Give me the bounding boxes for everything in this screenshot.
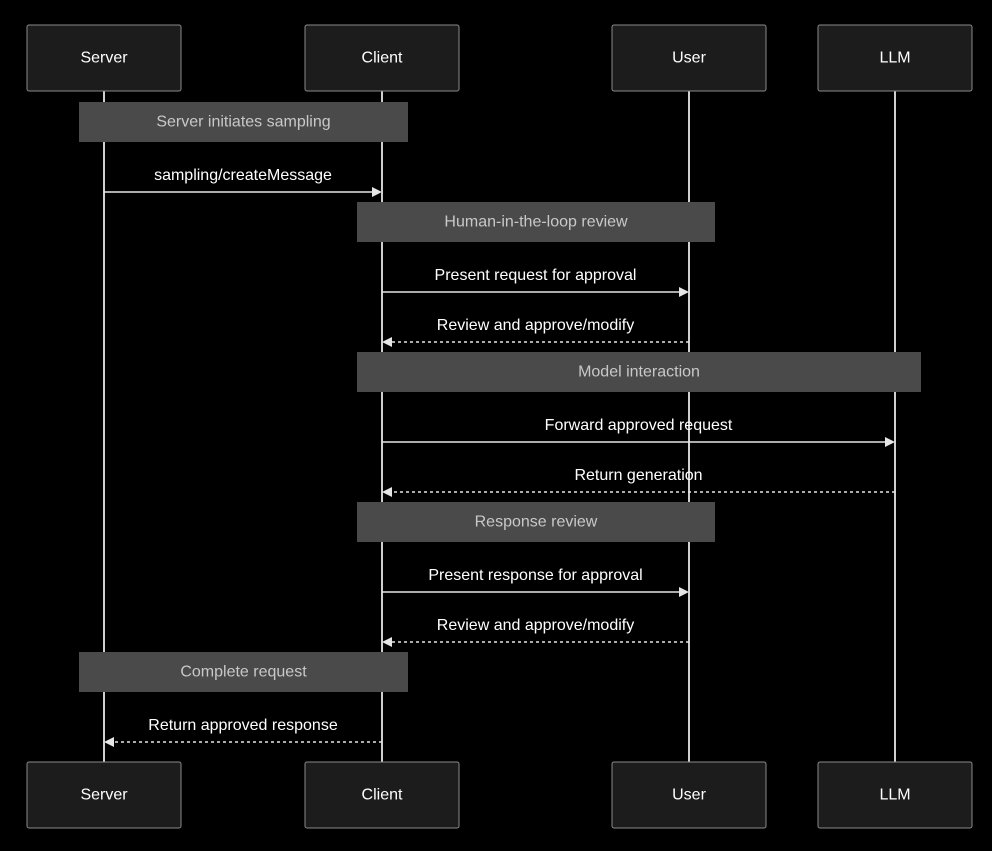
message-5-return-generation: Return generation xyxy=(382,467,895,497)
note-label: Model interaction xyxy=(578,364,700,381)
actor-top-server: Server xyxy=(26,24,182,92)
actor-top-user: User xyxy=(611,24,767,92)
actor-label: Server xyxy=(80,50,128,67)
actor-label: User xyxy=(672,50,706,67)
note-box xyxy=(79,102,408,142)
arrowhead-icon xyxy=(382,637,392,647)
message-8-return-approved-response: Return approved response xyxy=(104,717,382,747)
message-7-review-and-approve-modify: Review and approve/modify xyxy=(382,617,689,647)
actor-box xyxy=(817,761,973,829)
message-label: Present response for approval xyxy=(428,567,642,584)
actor-bottom-llm: LLM xyxy=(817,761,973,829)
note-label: Server initiates sampling xyxy=(156,114,330,131)
message-label: Review and approve/modify xyxy=(437,317,634,334)
message-6-present-response-for-approval: Present response for approval xyxy=(382,567,689,597)
note-label: Response review xyxy=(475,514,598,531)
message-label: Return approved response xyxy=(148,717,338,734)
actor-top-client: Client xyxy=(304,24,460,92)
actor-label: LLM xyxy=(879,787,910,804)
note-box xyxy=(357,352,921,392)
actor-box xyxy=(611,761,767,829)
note-model-interaction: Model interaction xyxy=(357,352,921,392)
notes: Server initiates samplingHuman-in-the-lo… xyxy=(79,102,921,692)
note-response-review: Response review xyxy=(357,502,715,542)
actor-bottom-server: Server xyxy=(26,761,182,829)
actor-label: LLM xyxy=(879,50,910,67)
actor-box xyxy=(26,24,182,92)
actor-bottom-user: User xyxy=(611,761,767,829)
actor-box xyxy=(817,24,973,92)
actor-box xyxy=(304,24,460,92)
arrowhead-icon xyxy=(679,287,689,297)
actor-top-llm: LLM xyxy=(817,24,973,92)
actor-label: Server xyxy=(80,787,128,804)
actor-box xyxy=(611,24,767,92)
note-box xyxy=(79,652,408,692)
message-label: Return generation xyxy=(574,467,702,484)
message-3-review-and-approve-modify: Review and approve/modify xyxy=(382,317,689,347)
arrowhead-icon xyxy=(382,337,392,347)
note-box xyxy=(357,202,715,242)
actors-top: Server Client User LLM xyxy=(26,24,973,92)
arrowhead-icon xyxy=(679,587,689,597)
message-1-sampling-createmessage: sampling/createMessage xyxy=(104,167,382,197)
arrowhead-icon xyxy=(104,737,114,747)
message-label: Review and approve/modify xyxy=(437,617,634,634)
actors-bottom: Server Client User LLM xyxy=(26,761,973,829)
arrowhead-icon xyxy=(372,187,382,197)
actor-bottom-client: Client xyxy=(304,761,460,829)
note-complete-request: Complete request xyxy=(79,652,408,692)
message-label: Present request for approval xyxy=(435,267,637,284)
note-box xyxy=(357,502,715,542)
arrowhead-icon xyxy=(382,487,392,497)
note-human-in-the-loop-review: Human-in-the-loop review xyxy=(357,202,715,242)
note-label: Complete request xyxy=(180,664,307,681)
actor-box xyxy=(304,761,460,829)
arrowhead-icon xyxy=(885,437,895,447)
message-4-forward-approved-request: Forward approved request xyxy=(382,417,895,447)
note-label: Human-in-the-loop review xyxy=(444,214,628,231)
actor-label: User xyxy=(672,787,706,804)
actor-label: Client xyxy=(362,50,403,67)
message-label: sampling/createMessage xyxy=(154,167,332,184)
message-label: Forward approved request xyxy=(545,417,733,434)
note-server-initiates-sampling: Server initiates sampling xyxy=(79,102,408,142)
actor-label: Client xyxy=(362,787,403,804)
actor-box xyxy=(26,761,182,829)
message-2-present-request-for-approval: Present request for approval xyxy=(382,267,689,297)
